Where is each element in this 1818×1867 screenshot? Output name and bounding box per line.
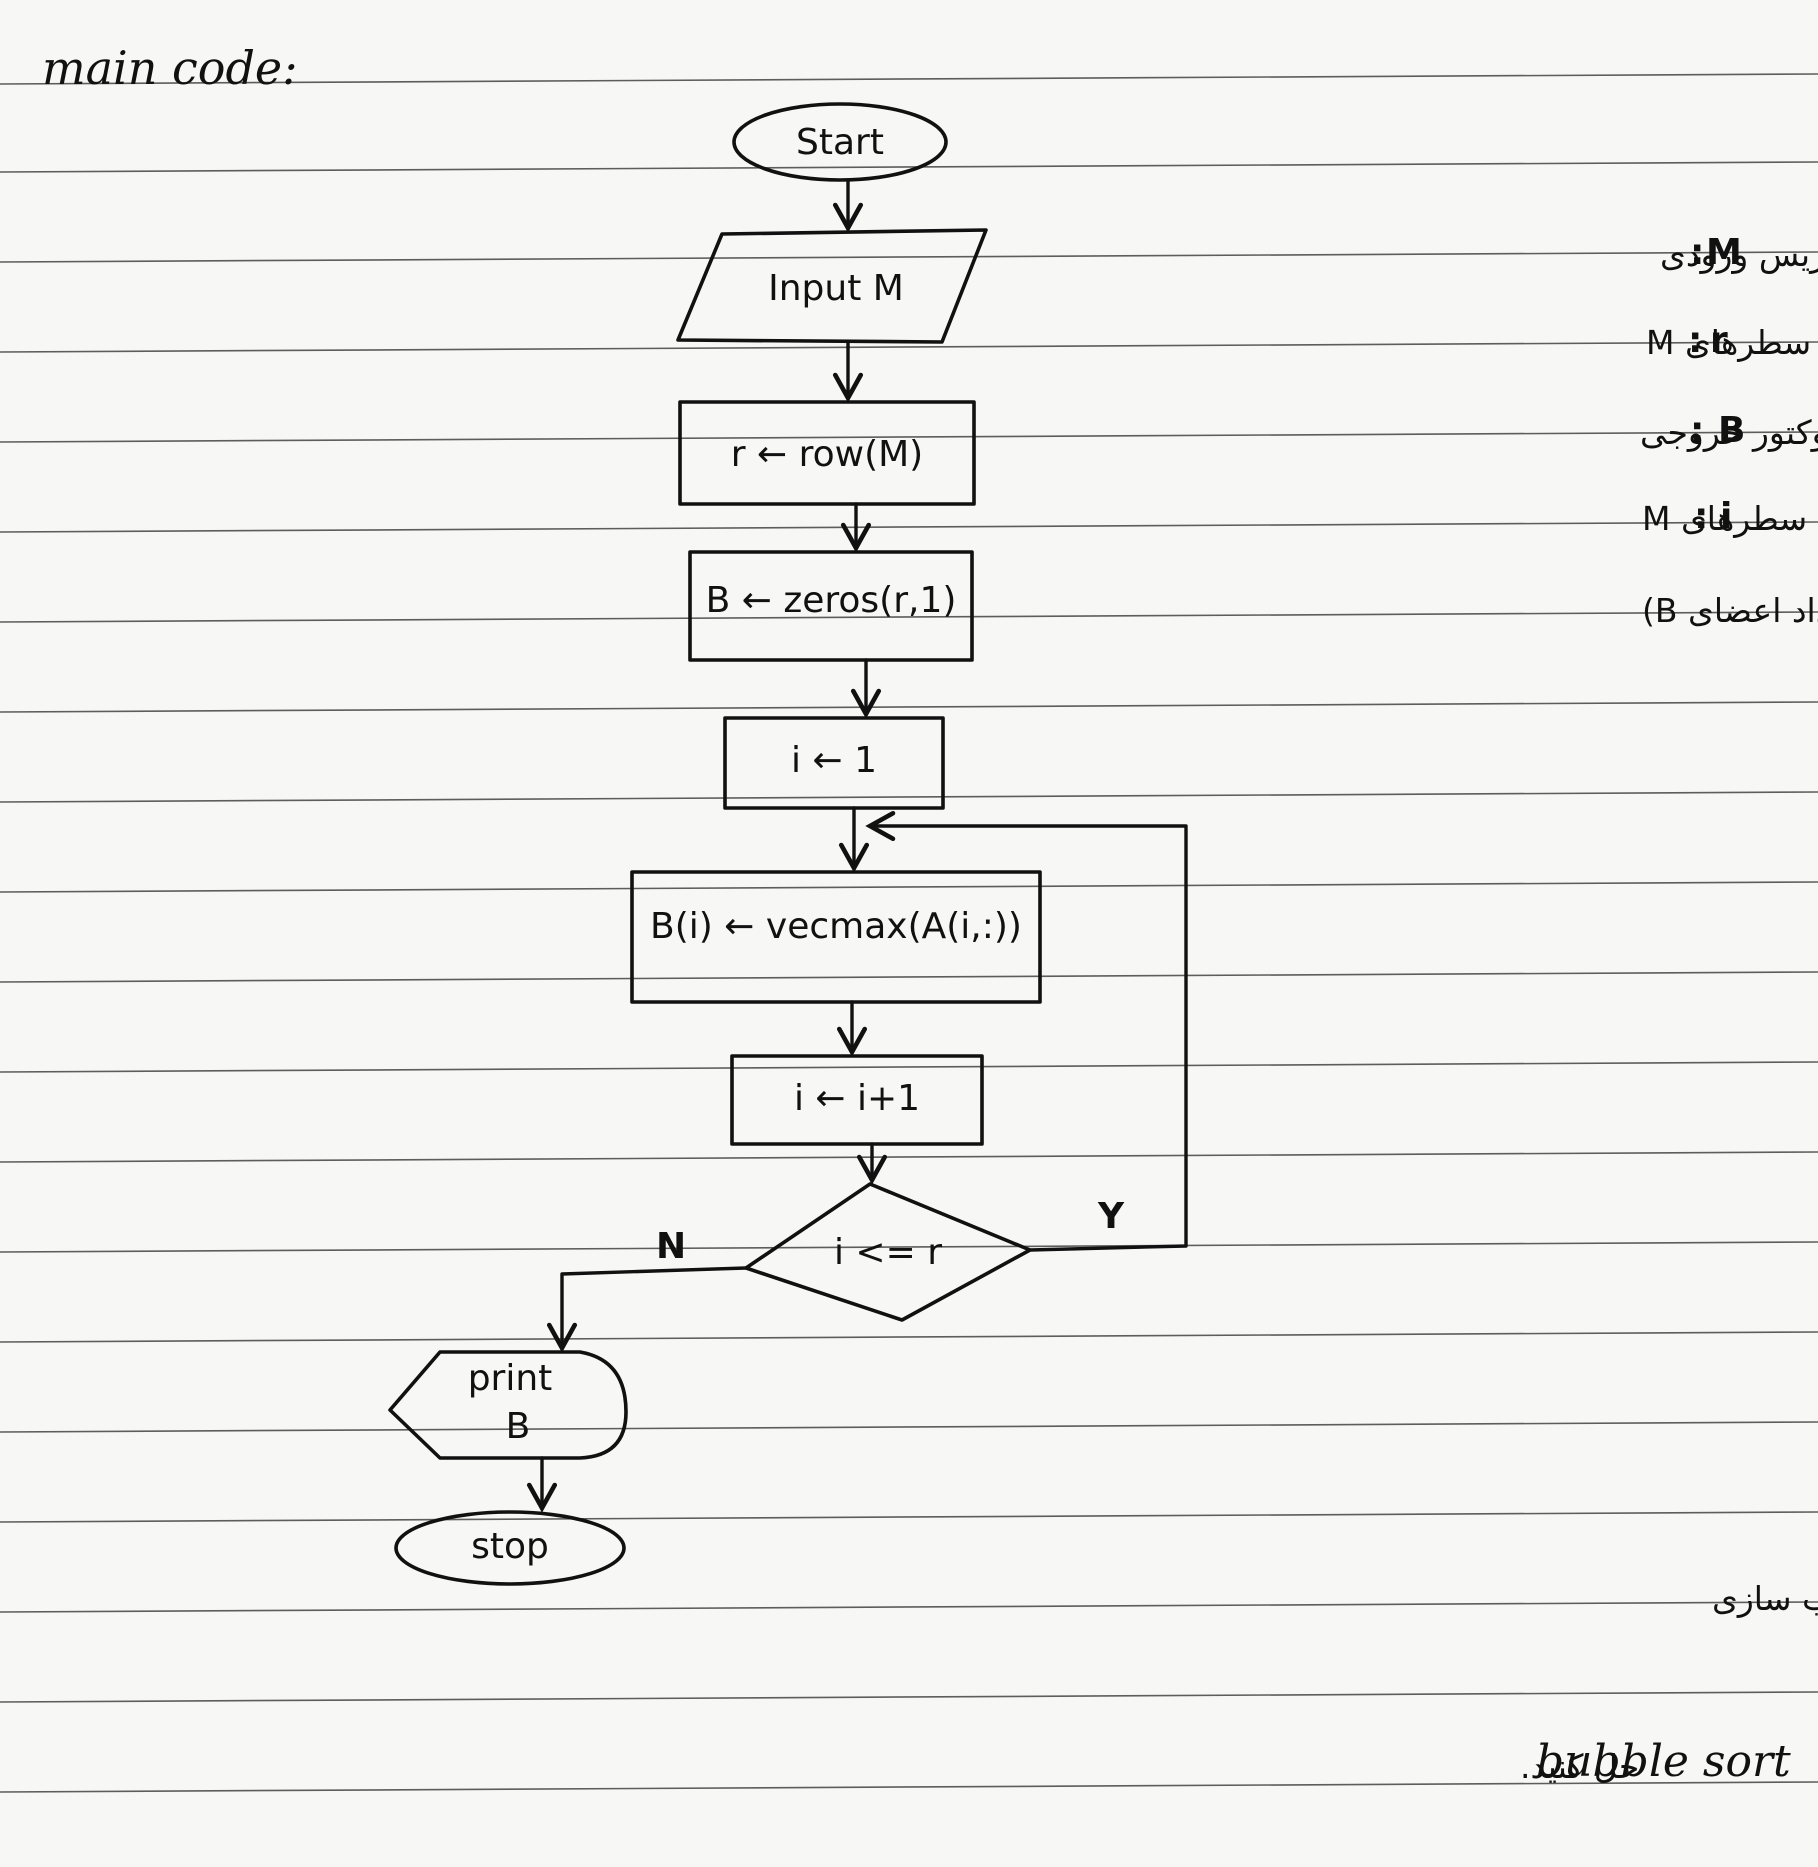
legend-key-i: i [1720, 496, 1732, 537]
legend-desc-b: وکتور خروجی [1640, 413, 1818, 452]
decision-diamond [744, 1182, 1032, 1322]
legend-key-b: B [1718, 410, 1745, 451]
branch-yes-label: Y [1097, 1196, 1125, 1237]
process-init [723, 716, 945, 810]
exercise-note-line2: حل کنید. [1520, 1747, 1639, 1786]
input-label: Input M [768, 268, 904, 309]
legend-key-m: M [1706, 232, 1742, 273]
legend-desc-m: ماتریس ورودی [1660, 235, 1818, 274]
variable-legend: M : ماتریس ورودی r : تعداد سطرهای M B : … [1640, 232, 1818, 630]
input-parallelogram [676, 228, 988, 344]
exercise-note: به عنوان تمرین این مساله را با استفاده ا… [1520, 1579, 1818, 1787]
process-vecmax-label: B(i) ← vecmax(A(i,:)) [650, 906, 1022, 947]
svg-text::: : [1694, 496, 1708, 537]
output-label-line2: B [506, 1406, 531, 1447]
svg-text::: : [1690, 410, 1704, 451]
svg-text::: : [1688, 320, 1702, 361]
process-rows-label: r ← row(M) [731, 434, 923, 475]
arrow-no-to-print [546, 1266, 748, 1353]
process-zeros-label: B ← zeros(r,1) [706, 580, 957, 621]
page-title: main code: [42, 41, 298, 95]
arrow-yes-loop [865, 810, 1188, 1252]
branch-no-label: N [656, 1226, 686, 1267]
stop-terminator [394, 1510, 626, 1586]
stop-label: stop [471, 1526, 549, 1567]
output-label-line1: print [468, 1358, 553, 1399]
process-increment-label: i ← i+1 [794, 1078, 920, 1119]
process-init-label: i ← 1 [791, 740, 877, 781]
svg-text::: : [1690, 232, 1704, 273]
legend-desc-i: شمارنده تعداد سطرهای M [1642, 499, 1818, 538]
legend-desc-r: تعداد سطرهای M [1646, 323, 1818, 362]
legend-key-r: r [1710, 320, 1728, 361]
output-display [388, 1350, 628, 1460]
start-terminator [732, 102, 948, 182]
ruled-lines [0, 73, 1818, 1793]
decision-label: i <= r [834, 1232, 942, 1273]
exercise-note-line1: به عنوان تمرین این مساله را با استفاده ا… [1712, 1579, 1818, 1618]
process-zeros [688, 550, 974, 662]
process-rows [678, 400, 976, 506]
exercise-note-latin: bubble sort [1536, 1736, 1791, 1787]
start-label: Start [796, 122, 884, 163]
legend-note: (تعداد اعضای B) [1642, 591, 1818, 630]
process-vecmax [630, 870, 1042, 1004]
